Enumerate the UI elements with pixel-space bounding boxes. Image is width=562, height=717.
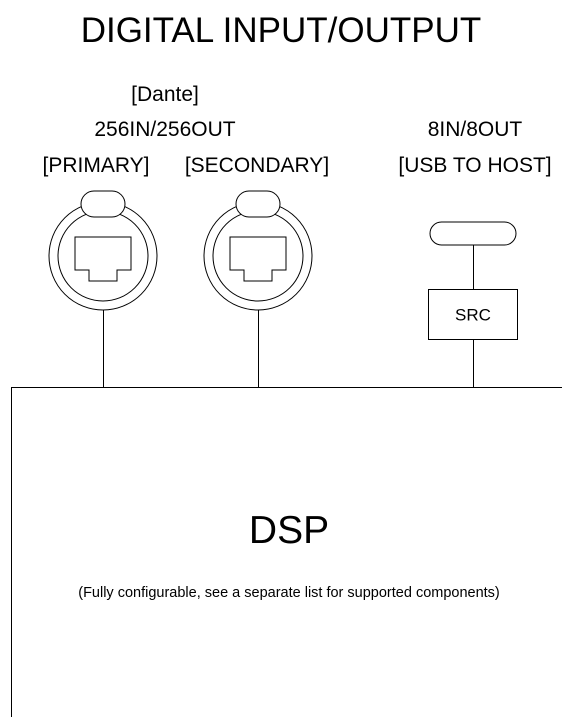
primary-port-label: [PRIMARY] xyxy=(42,154,150,177)
dante-channel-count: 256IN/256OUT xyxy=(94,118,236,141)
dsp-title: DSP xyxy=(248,509,330,552)
src-block xyxy=(428,289,518,340)
secondary-port-label: [SECONDARY] xyxy=(184,154,330,177)
dsp-block xyxy=(11,387,562,717)
src-label: SRC xyxy=(455,305,491,325)
usb-channel-count: 8IN/8OUT xyxy=(427,118,523,141)
dante-protocol-label: [Dante] xyxy=(131,83,199,106)
dsp-note: (Fully configurable, see a separate list… xyxy=(78,585,500,601)
primary-ethercon-icon xyxy=(48,190,158,311)
usb-port-label: [USB TO HOST] xyxy=(398,154,552,177)
secondary-ethercon-icon xyxy=(203,190,313,311)
usb-connector-icon xyxy=(429,221,517,246)
diagram-title: DIGITAL INPUT/OUTPUT xyxy=(80,11,482,50)
